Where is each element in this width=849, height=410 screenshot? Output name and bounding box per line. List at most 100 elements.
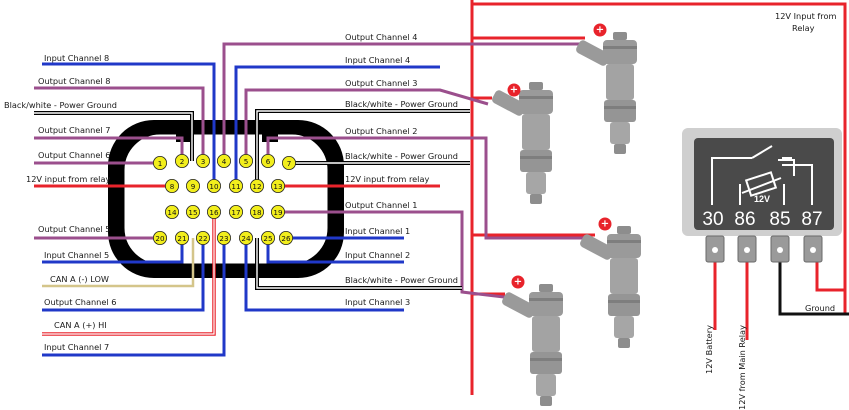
pin-number: 15 (188, 208, 197, 217)
ground-label: Ground (805, 303, 835, 313)
connector-pin-3: 3 (195, 153, 210, 168)
label-input-channel-7: Input Channel 7 (44, 342, 109, 352)
pin-number: 26 (281, 234, 291, 243)
battery-label: 12V Battery (704, 325, 714, 374)
plus-icon: + (593, 23, 607, 37)
relay-voltage-label: 12V (754, 194, 770, 204)
label-output-channel-6b: Output Channel 6 (44, 297, 116, 307)
label-power-ground-right-2: Black/white - Power Ground (345, 151, 458, 161)
connector-pin-22: 22 (195, 230, 210, 245)
relay-ground-wire (778, 262, 849, 316)
pin-number: 25 (263, 234, 272, 243)
pin-number: 22 (198, 234, 207, 243)
relay-terminal-86: 86 (734, 209, 755, 230)
connector-pin-6: 6 (260, 153, 275, 168)
pin-number: 1 (158, 159, 163, 168)
relay-terminal-85: 85 (769, 209, 790, 230)
connector-pin-23: 23 (216, 230, 231, 245)
relay-terminal-87: 87 (801, 209, 822, 230)
left-wire-labels: Input Channel 8 Output Channel 8 Black/w… (4, 53, 117, 352)
plus-icon: + (511, 275, 525, 289)
plus-icon: + (507, 83, 521, 97)
pin-number: 16 (209, 208, 219, 217)
plus-icon: + (598, 217, 612, 231)
injector-plus-markers: + + + + (507, 23, 612, 289)
label-output-channel-5: Output Channel 5 (38, 224, 110, 234)
connector-pin-24: 24 (238, 230, 253, 245)
fuel-injector-1 (574, 32, 637, 154)
connector-pin-20: 20 (152, 230, 167, 245)
ecu-connector (108, 120, 344, 278)
label-12v-relay-right: 12V input from relay (345, 174, 429, 184)
fuel-injector-4 (500, 284, 563, 406)
label-output-channel-6: Output Channel 6 (38, 150, 110, 160)
svg-text:+: + (596, 25, 604, 36)
connector-pin-4: 4 (216, 153, 231, 168)
label-input-channel-8: Input Channel 8 (44, 53, 109, 63)
label-input-channel-5: Input Channel 5 (44, 250, 109, 260)
pin-number: 13 (273, 182, 282, 191)
pin-number: 14 (167, 208, 177, 217)
main-relay-label: 12V from Main Relay (737, 325, 747, 410)
connector-pin-8: 8 (164, 178, 179, 193)
fuel-injector-2 (490, 82, 553, 204)
pin-number: 17 (231, 208, 240, 217)
connector-pin-1: 1 (152, 155, 167, 170)
label-input-channel-4: Input Channel 4 (345, 55, 410, 65)
connector-pin-19: 19 (270, 204, 285, 219)
pin-number: 7 (287, 159, 292, 168)
pin-number: 3 (201, 157, 206, 166)
connector-pin-15: 15 (185, 204, 200, 219)
pin-number: 19 (273, 208, 283, 217)
label-output-channel-2: Output Channel 2 (345, 126, 417, 136)
connector-pin-13: 13 (270, 178, 285, 193)
pin-number: 11 (231, 182, 240, 191)
label-can-high: CAN A (+) HI (54, 320, 107, 330)
label-power-ground-right-1: Black/white - Power Ground (345, 99, 458, 109)
relay-input-label-line2: Relay (792, 23, 815, 33)
label-output-channel-4: Output Channel 4 (345, 32, 417, 42)
connector-pin-2: 2 (174, 153, 189, 168)
svg-text:+: + (510, 85, 518, 96)
connector-pin-21: 21 (174, 230, 189, 245)
label-output-channel-1: Output Channel 1 (345, 200, 417, 210)
connector-pin-16: 16 (206, 204, 221, 219)
label-input-channel-1: Input Channel 1 (345, 226, 410, 236)
pin-number: 18 (252, 208, 262, 217)
relay-terminal-30: 30 (702, 209, 723, 230)
pin-number: 20 (155, 234, 165, 243)
relay-input-label-line1: 12V Input from (775, 11, 837, 21)
relay: 12V 30 86 85 87 (682, 128, 842, 263)
connector-pin-12: 12 (249, 178, 264, 193)
pin-number: 6 (266, 157, 271, 166)
pin-number: 23 (219, 234, 228, 243)
label-input-channel-3: Input Channel 3 (345, 297, 410, 307)
pin-number: 4 (222, 157, 227, 166)
signal-wires (34, 42, 592, 357)
label-output-channel-3: Output Channel 3 (345, 78, 417, 88)
label-12v-relay-left: 12V input from relay (26, 174, 110, 184)
label-power-ground-right-3: Black/white - Power Ground (345, 275, 458, 285)
pin-number: 12 (252, 182, 261, 191)
connector-pin-17: 17 (228, 204, 243, 219)
connector-pin-10: 10 (206, 178, 221, 193)
fuel-injector-3 (578, 226, 641, 348)
label-output-channel-8: Output Channel 8 (38, 76, 110, 86)
pin-number: 9 (191, 182, 196, 191)
right-wire-labels: Output Channel 4 Input Channel 4 Output … (345, 32, 458, 307)
pin-number: 8 (170, 182, 175, 191)
pin-number: 10 (209, 182, 219, 191)
connector-pin-25: 25 (260, 230, 275, 245)
label-output-channel-7: Output Channel 7 (38, 125, 110, 135)
connector-pin-11: 11 (228, 178, 243, 193)
connector-pin-5: 5 (238, 153, 253, 168)
svg-text:+: + (601, 219, 609, 230)
svg-text:+: + (514, 277, 522, 288)
pin-number: 5 (244, 157, 249, 166)
connector-pin-26: 26 (278, 230, 293, 245)
connector-pin-14: 14 (164, 204, 179, 219)
pin-number: 2 (180, 157, 185, 166)
connector-pin-18: 18 (249, 204, 264, 219)
